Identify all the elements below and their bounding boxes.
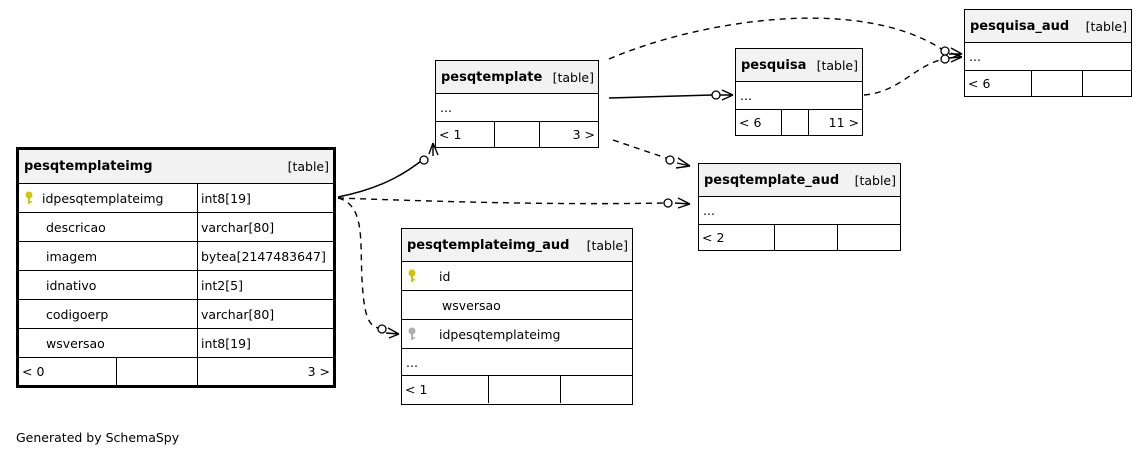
table-name: pesqtemplate bbox=[441, 69, 543, 85]
table-footer: < 6 bbox=[965, 71, 1131, 96]
table-footer: < 1 3 > bbox=[436, 122, 598, 147]
generated-by-label: Generated by SchemaSpy bbox=[16, 430, 180, 445]
column-name: imagem bbox=[46, 248, 98, 264]
table-header: pesqtemplate [table] bbox=[436, 61, 598, 94]
table-tag: [table] bbox=[552, 69, 594, 85]
children-count[interactable] bbox=[560, 376, 632, 403]
table-header: pesqtemplateimg [table] bbox=[19, 150, 333, 184]
columns-ellipsis: ... bbox=[969, 49, 981, 64]
table-footer: < 2 bbox=[699, 225, 900, 250]
table-tag: [table] bbox=[586, 237, 628, 253]
column-row[interactable]: wsversao bbox=[402, 291, 632, 320]
column-type: int8[19] bbox=[197, 329, 333, 357]
column-name: descricao bbox=[46, 219, 106, 235]
column-row[interactable]: descricao varchar[80] bbox=[19, 213, 333, 242]
column-name: idpesqtemplateimg bbox=[439, 326, 561, 342]
column-type: bytea[2147483647] bbox=[197, 242, 333, 270]
table-pesqtemplate[interactable]: pesqtemplate [table] ... < 1 3 > bbox=[435, 60, 599, 148]
table-pesqtemplateimg[interactable]: pesqtemplateimg [table] idpesqtemplateim… bbox=[16, 147, 336, 388]
parents-count[interactable]: < 1 bbox=[405, 382, 428, 397]
column-row[interactable]: id bbox=[402, 262, 632, 291]
column-type: int8[19] bbox=[197, 184, 333, 212]
parents-count[interactable]: < 2 bbox=[702, 230, 725, 245]
table-name: pesquisa bbox=[741, 57, 807, 73]
table-name: pesqtemplateimg bbox=[24, 159, 153, 174]
columns-ellipsis: ... bbox=[406, 354, 418, 370]
table-name: pesquisa_aud bbox=[970, 18, 1070, 34]
link-pesqtemplateimg-pesqtemplate bbox=[337, 142, 439, 198]
column-type: varchar[80] bbox=[197, 300, 333, 328]
table-name: pesqtemplateimg_aud bbox=[407, 237, 570, 253]
table-footer: < 6 11 > bbox=[736, 110, 862, 135]
table-footer: < 0 3 > bbox=[19, 358, 333, 385]
table-pesqtemplate_aud[interactable]: pesqtemplate_aud [table] ... < 2 bbox=[698, 163, 901, 251]
link-pesqtemplate-pesquisa_aud bbox=[608, 17, 963, 60]
column-name: wsversao bbox=[442, 297, 501, 313]
column-row[interactable]: idpesqtemplateimg int8[19] bbox=[19, 184, 333, 213]
link-pesqtemplateimg-pesqtemplate_aud bbox=[337, 197, 691, 209]
children-count[interactable]: 11 > bbox=[808, 110, 862, 135]
link-pesqtemplate-pesqtemplate_aud bbox=[612, 139, 691, 169]
column-row[interactable]: codigoerp varchar[80] bbox=[19, 300, 333, 329]
children-count[interactable] bbox=[837, 225, 900, 250]
table-pesquisa_aud[interactable]: pesquisa_aud [table] ... < 6 bbox=[964, 9, 1132, 97]
table-tag: [table] bbox=[1085, 18, 1127, 34]
table-tag: [table] bbox=[816, 57, 858, 73]
children-count[interactable]: 3 > bbox=[197, 358, 333, 385]
column-name: idpesqtemplateimg bbox=[42, 190, 164, 206]
children-count[interactable]: 3 > bbox=[539, 122, 598, 147]
column-row[interactable]: wsversao int8[19] bbox=[19, 329, 333, 358]
children-count[interactable] bbox=[1082, 71, 1131, 96]
column-name: id bbox=[439, 268, 451, 284]
parents-count[interactable]: < 6 bbox=[739, 115, 762, 130]
parents-count[interactable]: < 1 bbox=[439, 127, 462, 142]
table-pesquisa[interactable]: pesquisa [table] ... < 6 11 > bbox=[735, 48, 863, 136]
link-pesquisa-pesquisa_aud bbox=[863, 52, 963, 96]
table-footer: < 1 bbox=[402, 376, 632, 403]
column-row[interactable]: idpesqtemplateimg bbox=[402, 320, 632, 349]
primary-key-icon bbox=[405, 269, 419, 283]
foreign-key-icon bbox=[405, 327, 419, 341]
column-name: wsversao bbox=[46, 335, 105, 351]
table-tag: [table] bbox=[287, 159, 329, 174]
table-header: pesquisa [table] bbox=[736, 49, 862, 82]
table-header: pesqtemplate_aud [table] bbox=[699, 164, 900, 197]
column-row[interactable]: idnativo int2[5] bbox=[19, 271, 333, 300]
column-row[interactable]: imagem bytea[2147483647] bbox=[19, 242, 333, 271]
column-type: int2[5] bbox=[197, 271, 333, 299]
columns-ellipsis: ... bbox=[740, 88, 752, 103]
column-type: varchar[80] bbox=[197, 213, 333, 241]
table-header: pesqtemplateimg_aud [table] bbox=[402, 229, 632, 262]
columns-ellipsis: ... bbox=[440, 100, 452, 115]
primary-key-icon bbox=[22, 191, 36, 205]
parents-count[interactable]: < 6 bbox=[968, 76, 991, 91]
link-pesqtemplate-pesquisa bbox=[608, 89, 734, 101]
table-name: pesqtemplate_aud bbox=[704, 172, 840, 188]
table-tag: [table] bbox=[854, 172, 896, 188]
link-pesqtemplateimg-pesqtemplateimg_aud bbox=[337, 197, 400, 339]
column-name: codigoerp bbox=[46, 306, 109, 322]
columns-ellipsis: ... bbox=[703, 203, 715, 218]
column-name: idnativo bbox=[46, 277, 97, 293]
table-pesqtemplateimg_aud[interactable]: pesqtemplateimg_aud [table] id wsversao … bbox=[401, 228, 633, 405]
parents-count[interactable]: < 0 bbox=[22, 364, 45, 379]
table-header: pesquisa_aud [table] bbox=[965, 10, 1131, 43]
